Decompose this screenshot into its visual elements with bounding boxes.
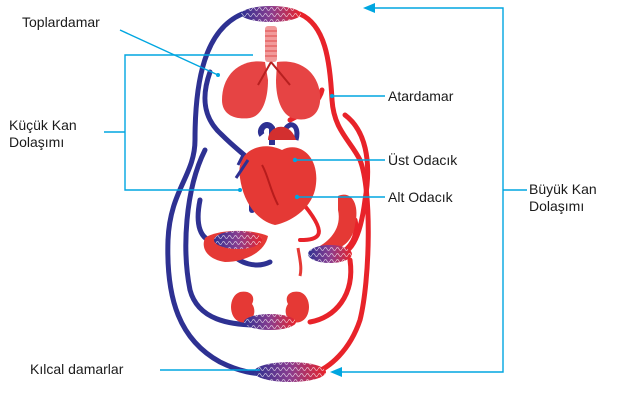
label-kucuk-kan-dolasimi: Küçük Kan Dolaşımı [9,117,77,151]
trachea [265,26,277,62]
label-toplardamar: Toplardamar [22,14,100,31]
pointer-toplardamar [120,30,218,75]
right-lung [276,61,320,119]
label-buyuk-kan-dolasimi: Büyük Kan Dolaşımı [529,181,597,215]
label-kucuk-line1: Küçük Kan [9,117,77,134]
intestine [298,248,301,276]
arrowhead-top [363,3,375,13]
left-lung [222,61,268,118]
heart [236,125,316,225]
label-kucuk-line2: Dolaşımı [9,134,77,151]
label-ust-odacik: Üst Odacık [388,152,457,169]
lungs [222,61,320,119]
label-kilcal-damarlar: Kılcal damarlar [30,361,123,378]
artery-kidney [310,260,351,322]
label-atardamar: Atardamar [388,88,453,105]
pointer-lines [104,8,527,372]
label-buyuk-line2: Dolaşımı [529,198,597,215]
arrowhead-bottom [330,367,342,377]
label-buyuk-line1: Büyük Kan [529,181,597,198]
label-alt-odacik: Alt Odacık [388,189,453,206]
